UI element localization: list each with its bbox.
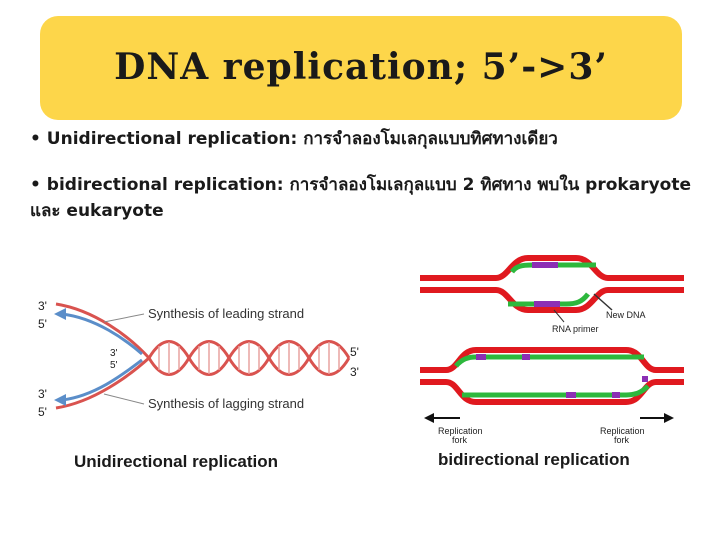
rna-primer bbox=[522, 354, 530, 360]
arrow-right-icon bbox=[664, 413, 674, 423]
end-label: 3' bbox=[38, 299, 47, 313]
leading-pointer bbox=[103, 313, 145, 323]
parent-strand-top bbox=[55, 302, 151, 360]
rna-primer-label: RNA primer bbox=[552, 324, 599, 334]
rna-primer bbox=[642, 376, 648, 382]
bullet-text: การจำลองโมเลกุลแบบ 2 ทิศทาง พบใน prokary… bbox=[30, 175, 691, 221]
new-strand-top-upper bbox=[509, 262, 596, 274]
leading-strand-label: Synthesis of leading strand bbox=[148, 306, 304, 321]
helix-strand-a bbox=[147, 340, 351, 376]
helix-rungs bbox=[158, 342, 340, 374]
end-label: 5' bbox=[38, 317, 47, 331]
rna-primer bbox=[612, 392, 620, 398]
fork-label-right-line1: Replication bbox=[600, 426, 645, 436]
parent-strand-bottom bbox=[55, 356, 151, 410]
caption-bidirectional: bidirectional replication bbox=[438, 450, 630, 469]
new-strand-bottom-upper bbox=[454, 354, 644, 368]
unidirectional-diagram: Synthesis of leading strand Synthesis of… bbox=[34, 296, 370, 430]
rna-primer-top bbox=[532, 262, 558, 268]
bullet-unidirectional: • Unidirectional replication: การจำลองโม… bbox=[30, 126, 710, 152]
leading-strand bbox=[61, 312, 143, 356]
new-dna-pointer bbox=[593, 293, 613, 311]
arrow-left-icon bbox=[424, 413, 434, 423]
lagging-pointer bbox=[103, 393, 145, 405]
rna-primer-bottom bbox=[534, 301, 560, 307]
bullet-marker: • bbox=[30, 129, 41, 149]
bullet-marker: • bbox=[30, 175, 41, 195]
bullet-term: bidirectional replication: bbox=[46, 175, 284, 195]
end-label: 3' bbox=[350, 365, 359, 379]
end-label: 3' bbox=[110, 348, 118, 359]
parent-strand-top-bubble-lower bbox=[420, 287, 684, 313]
parent-strand-bottom-bubble-upper bbox=[420, 347, 684, 373]
end-label: 5' bbox=[350, 345, 359, 359]
bullet-text: การจำลองโมเลกุลแบบทิศทางเดียว bbox=[297, 129, 558, 149]
parent-strand-top-bubble-upper bbox=[420, 255, 684, 281]
new-dna-label: New DNA bbox=[606, 310, 646, 320]
bullet-term: Unidirectional replication: bbox=[46, 129, 298, 149]
parent-strand-bottom-bubble-lower bbox=[420, 379, 684, 405]
rna-primer bbox=[566, 392, 576, 398]
end-label: 5' bbox=[38, 405, 47, 419]
fork-label-right-line2: fork bbox=[614, 435, 630, 444]
leading-arrow-icon bbox=[54, 308, 66, 320]
lagging-strand bbox=[61, 358, 143, 402]
new-strand-bottom-lower bbox=[462, 384, 650, 398]
lagging-strand-label: Synthesis of lagging strand bbox=[148, 396, 304, 411]
end-label: 3' bbox=[38, 387, 47, 401]
bidirectional-diagram: New DNA RNA primer Replication fork Repl… bbox=[420, 255, 684, 444]
rna-primer-pointer bbox=[553, 309, 565, 323]
caption-unidirectional: Unidirectional replication bbox=[74, 452, 279, 471]
page-title: DNA replication; 5’->3’ bbox=[114, 46, 608, 88]
lagging-arrow-icon bbox=[54, 394, 66, 406]
end-label: 5' bbox=[110, 360, 118, 371]
helix-strand-b bbox=[147, 340, 351, 376]
fork-label-left-line1: Replication bbox=[438, 426, 483, 436]
title-banner: DNA replication; 5’->3’ bbox=[40, 16, 682, 120]
new-strand-top-lower bbox=[508, 292, 590, 307]
fork-label-left-line2: fork bbox=[452, 435, 468, 444]
rna-primer bbox=[476, 354, 486, 360]
bullet-bidirectional: • bidirectional replication: การจำลองโมเ… bbox=[30, 172, 710, 224]
